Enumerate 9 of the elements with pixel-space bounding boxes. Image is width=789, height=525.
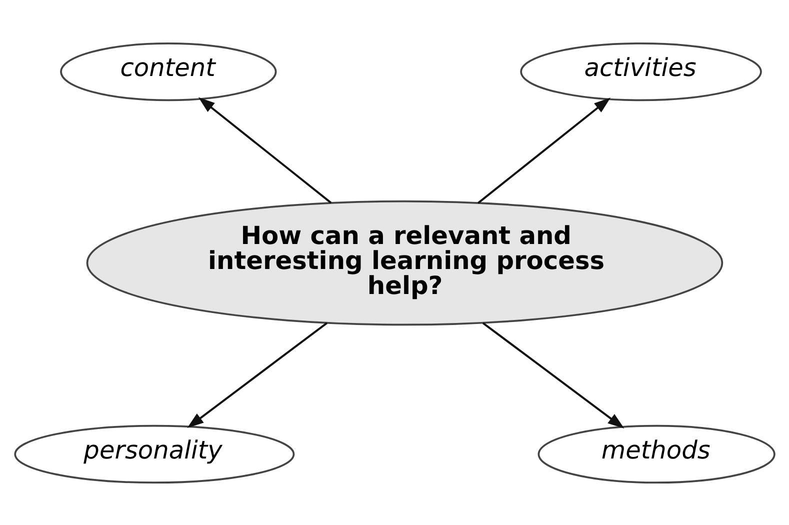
arrow	[477, 97, 611, 204]
node-ellipse: activities	[520, 42, 762, 101]
node-ellipse: How can a relevant and interesting learning process help?	[86, 200, 724, 326]
node-ellipse: methods	[538, 424, 776, 484]
node-ellipse: personality	[14, 424, 295, 484]
arrow	[198, 96, 332, 204]
arrow	[482, 322, 624, 428]
node-ellipse: content	[60, 42, 277, 101]
arrow	[187, 322, 328, 428]
